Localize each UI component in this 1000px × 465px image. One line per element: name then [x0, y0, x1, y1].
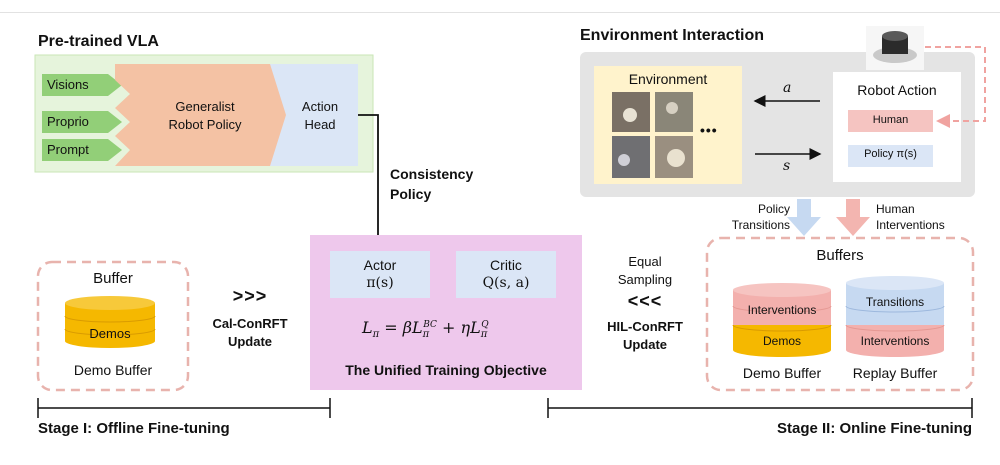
spacemouse-device	[866, 26, 924, 70]
loss-symbol: L	[362, 318, 373, 337]
action-head-label: Action Head	[301, 99, 339, 132]
left-demos-label: Demos	[89, 326, 131, 341]
action-head-shape	[270, 64, 358, 166]
replay-buffer-caption: Replay Buffer	[852, 365, 938, 381]
prompt-label: Prompt	[47, 142, 89, 157]
cal-conrft-chevrons: >>>	[232, 286, 268, 306]
env-photo-3	[612, 136, 650, 178]
human-interventions-arrow	[836, 199, 870, 236]
action-symbol: a	[783, 80, 792, 96]
environment-interaction-title: Environment Interaction	[580, 27, 765, 44]
left-demo-disk	[64, 296, 156, 348]
ellipsis: •••	[700, 122, 718, 138]
left-buffer-title: Buffer	[93, 270, 133, 287]
equal-sampling-label: Equal Sampling	[617, 254, 673, 287]
right-buffers-title: Buffers	[816, 247, 864, 264]
state-symbol: s	[783, 158, 791, 174]
visions-input-shape	[42, 74, 122, 96]
actor-expression: π(s)	[366, 275, 394, 291]
right-demo-disk	[732, 283, 832, 357]
pretrained-vla-title: Pre-trained VLA	[38, 33, 159, 50]
proprio-input-shape	[42, 111, 122, 133]
equals-beta-term: = βL	[379, 318, 423, 337]
cal-conrft-label: Cal-ConRFT Update	[212, 316, 288, 349]
human-interventions-label: Human Interventions	[876, 202, 945, 232]
loss-equation: Lπ = βLπBC + ηLπQ	[362, 318, 489, 340]
policy-pill	[848, 145, 933, 167]
q-superscript: Q	[481, 319, 489, 330]
robot-action-title: Robot Action	[857, 82, 937, 98]
human-pill	[848, 110, 933, 132]
hil-conrft-label: HIL-ConRFT Update	[607, 319, 683, 352]
critic-box	[456, 251, 556, 298]
replay-disk-interventions-label: Interventions	[860, 334, 930, 348]
right-demo-buffer-caption: Demo Buffer	[742, 365, 822, 381]
demo-disk-interventions-label: Interventions	[747, 303, 817, 317]
hil-conrft-chevrons: <<<	[627, 291, 663, 311]
replay-disk-transitions-label: Transitions	[865, 295, 925, 309]
loss-subscript: π	[372, 329, 380, 341]
human-pill-label: Human	[872, 114, 909, 126]
generalist-policy-label: Generalist Robot Policy	[168, 99, 242, 132]
bc-superscript: BC	[423, 319, 437, 330]
left-buffer-box	[36, 260, 190, 392]
left-demo-buffer-caption: Demo Buffer	[73, 362, 153, 378]
demo-disk-demos-label: Demos	[762, 334, 801, 348]
policy-transitions-label: Policy Transitions	[731, 202, 790, 232]
bc-subscript: π	[422, 329, 430, 341]
top-rule	[0, 12, 1000, 13]
stage-one-ruler	[37, 398, 331, 418]
actor-box	[330, 251, 430, 298]
objective-caption: The Unified Training Objective	[345, 362, 547, 378]
visions-label: Visions	[47, 77, 89, 92]
consistency-arrow	[358, 114, 386, 250]
actor-title: Actor	[363, 257, 397, 273]
environment-label: Environment	[628, 71, 708, 87]
prompt-input-shape	[42, 139, 122, 161]
policy-transitions-arrow	[787, 199, 821, 236]
human-feedback-dashed	[925, 46, 986, 128]
policy-pill-label: Policy π(s)	[864, 148, 917, 160]
stage-one-label: Stage I: Offline Fine-tuning	[38, 420, 230, 437]
plus-eta-term: + ηL	[436, 318, 481, 337]
generalist-policy-shape	[115, 64, 292, 166]
stage-two-ruler	[547, 398, 973, 418]
consistency-policy-label: Consistency Policy	[390, 166, 474, 202]
critic-title: Critic	[490, 257, 522, 273]
right-replay-disk	[845, 276, 945, 357]
proprio-label: Proprio	[47, 114, 89, 129]
q-subscript: π	[480, 329, 488, 341]
right-buffers-box	[705, 236, 975, 392]
critic-expression: Q(s, a)	[482, 275, 530, 291]
stage-two-label: Stage II: Online Fine-tuning	[777, 420, 972, 437]
